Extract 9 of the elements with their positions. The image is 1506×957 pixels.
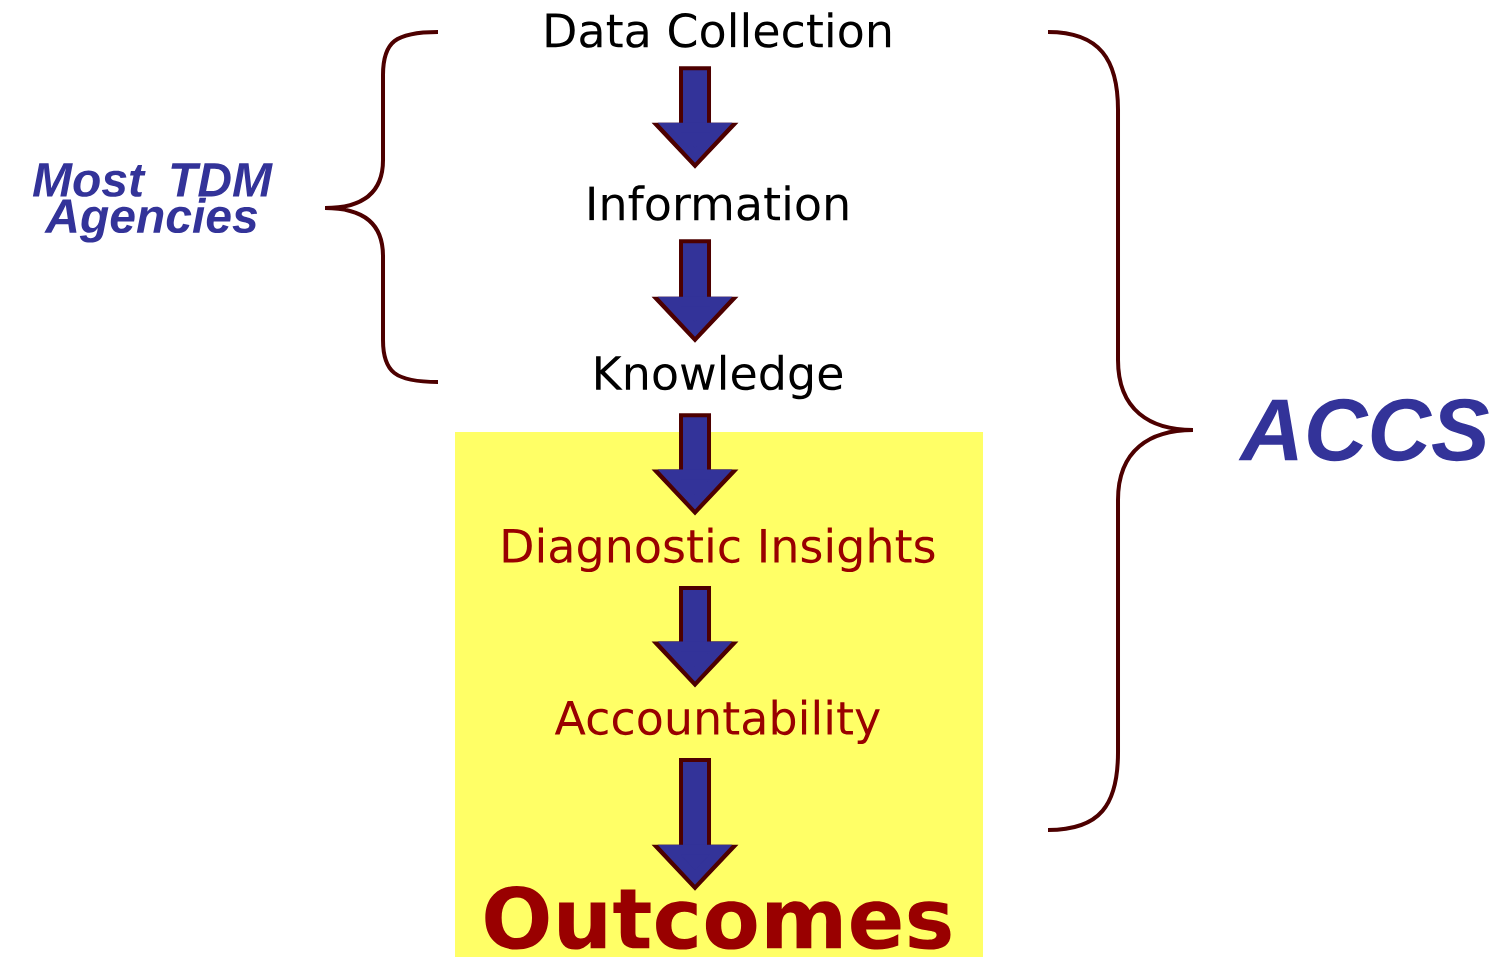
step-label: Accountability	[554, 699, 880, 745]
step-label: Diagnostic Insights	[503, 527, 935, 573]
step-label: Information	[589, 185, 848, 221]
group-label: ACCS	[1238, 398, 1489, 462]
step-label: Outcomes	[485, 886, 951, 950]
step-label: Data Collection	[546, 12, 891, 48]
group-label: Most TDM Agencies	[32, 163, 273, 243]
highlight-box	[455, 432, 983, 957]
step-label: Knowledge	[596, 354, 843, 400]
